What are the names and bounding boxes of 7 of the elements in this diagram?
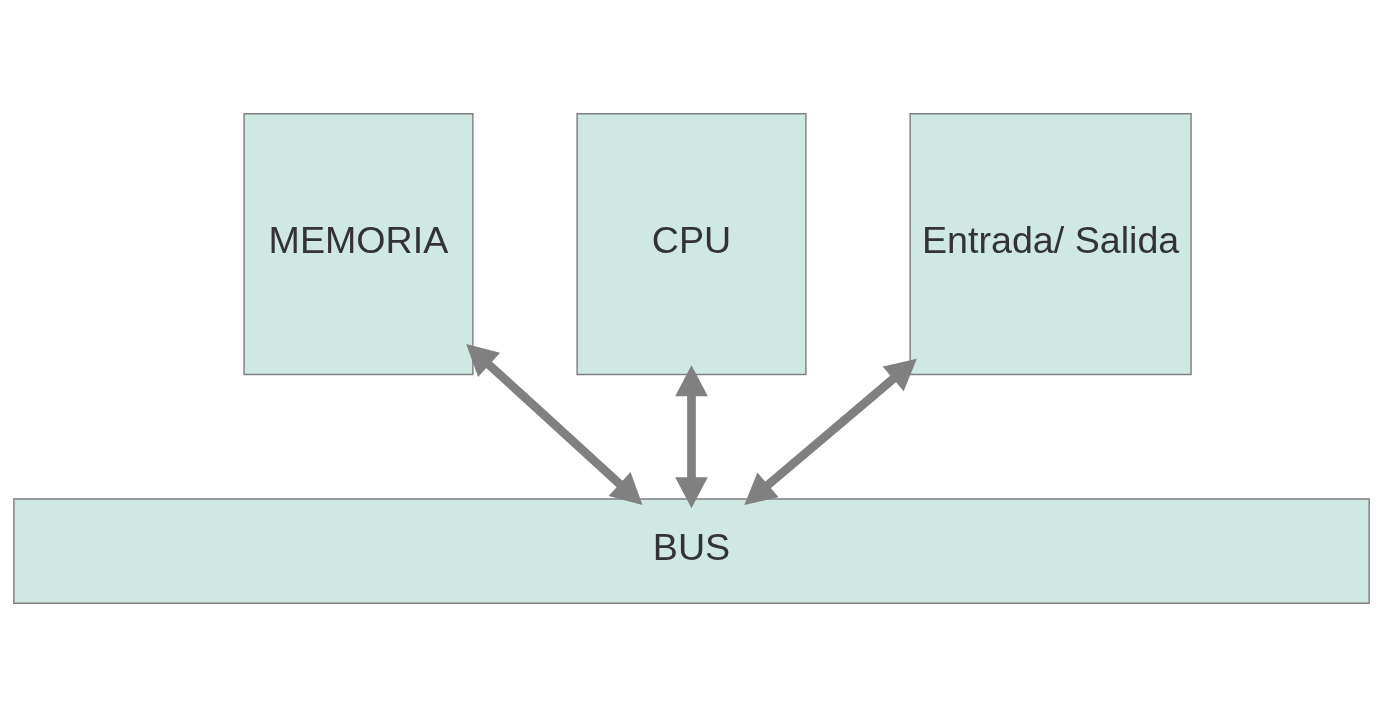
node-box: CPU [576, 113, 807, 376]
node-box: Entrada/ Salida [909, 113, 1192, 376]
arrow [466, 343, 643, 505]
arrow [675, 365, 708, 509]
arrow [744, 358, 917, 505]
node-box: MEMORIA [243, 113, 474, 376]
node-box: BUS [13, 498, 1370, 604]
